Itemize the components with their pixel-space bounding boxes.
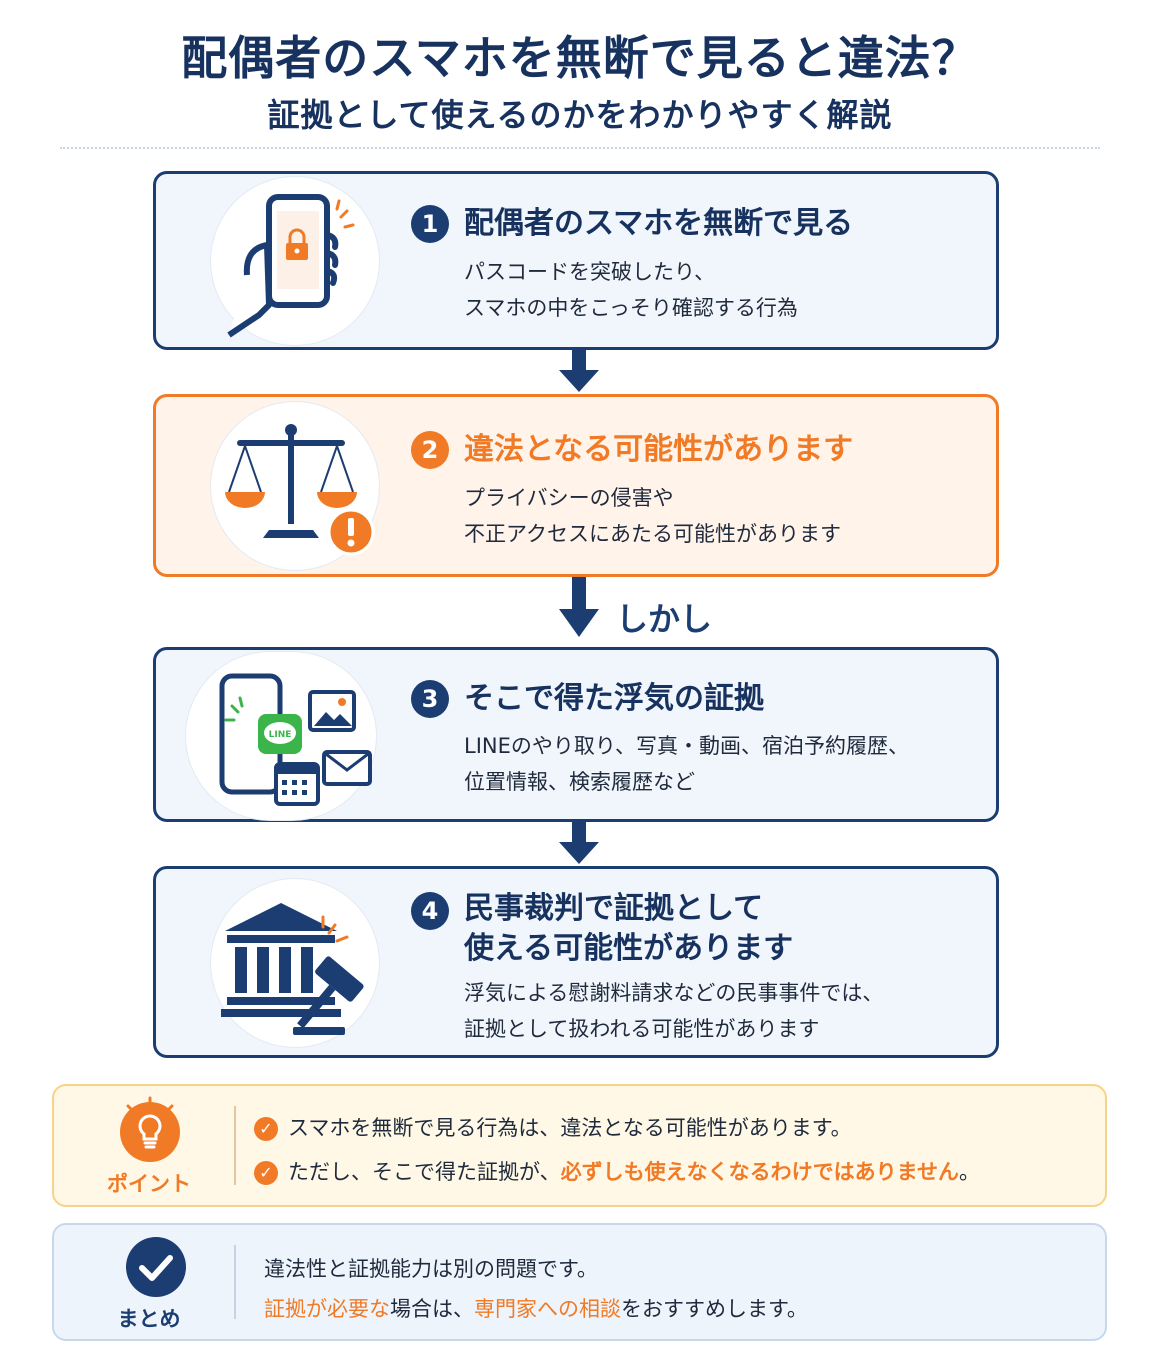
step-title-2: 違法となる可能性があります [464, 432, 854, 467]
arrow-down-icon [559, 577, 599, 637]
point-line-2: ✓ただし、そこで得た証拠が、必ずしも使えなくなるわけではありません。 [254, 1156, 980, 1186]
arrow-down-icon [559, 350, 599, 392]
divider [60, 147, 1100, 149]
phone-evidence-icon: LINE [186, 652, 376, 820]
svg-text:LINE: LINE [269, 730, 292, 740]
scales-warning-icon [211, 402, 379, 570]
check-icon: ✓ [254, 1117, 278, 1141]
step-card-1: 1 配偶者のスマホを無断で見る パスコードを突破したり、 スマホの中をこっそり確… [153, 171, 999, 350]
page-title: 配偶者のスマホを無断で見ると違法？ [181, 31, 979, 85]
arrow-down-icon [559, 822, 599, 864]
point-label: ポイント [107, 1172, 191, 1196]
summary-line-1: 違法性と証拠能力は別の問題です。 [264, 1257, 598, 1281]
page-subtitle: 証拠として使えるのかをわかりやすく解説 [267, 96, 893, 134]
summary-label: まとめ [117, 1307, 181, 1331]
step-number-4: 4 [411, 892, 449, 930]
divider [234, 1245, 236, 1319]
step-card-3: LINE 3 そこで得た浮気の証拠 LINEのやり取り、写真・動画、宿泊予約履歴… [153, 647, 999, 822]
summary-line-2: 証拠が必要な場合は、専門家への相談をおすすめします。 [264, 1297, 808, 1321]
lightbulb-icon [120, 1096, 180, 1162]
point-line-1: ✓スマホを無断で見る行為は、違法となる可能性があります。 [254, 1112, 852, 1142]
step-title-1: 配偶者のスマホを無断で見る [464, 206, 854, 241]
summary-box: まとめ 違法性と証拠能力は別の問題です。 証拠が必要な場合は、専門家への相談をお… [52, 1223, 1107, 1341]
step-body-4: 浮気による慰謝料請求などの民事事件では、 証拠として扱われる可能性があります [464, 981, 884, 1041]
check-icon: ✓ [254, 1161, 278, 1185]
step-card-4: 4 民事裁判で証拠として 使える可能性があります 浮気による慰謝料請求などの民事… [153, 866, 999, 1058]
step-card-2: 2 違法となる可能性があります プライバシーの侵害や 不正アクセスにあたる可能性… [153, 394, 999, 577]
checkmark-icon [126, 1237, 186, 1297]
step-number-2: 2 [411, 431, 449, 469]
connector-text: しかし [616, 600, 713, 638]
step-body-2: プライバシーの侵害や 不正アクセスにあたる可能性があります [464, 486, 841, 546]
courthouse-gavel-icon [211, 879, 379, 1047]
step-body-3: LINEのやり取り、写真・動画、宿泊予約履歴、 位置情報、検索履歴など [464, 734, 910, 794]
step-number-3: 3 [411, 680, 449, 718]
point-box: ポイント ✓スマホを無断で見る行為は、違法となる可能性があります。 ✓ただし、そ… [52, 1084, 1107, 1207]
step-number-1: 1 [411, 205, 449, 243]
divider [234, 1106, 236, 1185]
phone-lock-icon [211, 177, 379, 345]
step-title-4: 民事裁判で証拠として 使える可能性があります [464, 891, 794, 966]
step-title-3: そこで得た浮気の証拠 [464, 681, 764, 716]
step-body-1: パスコードを突破したり、 スマホの中をこっそり確認する行為 [464, 260, 798, 320]
